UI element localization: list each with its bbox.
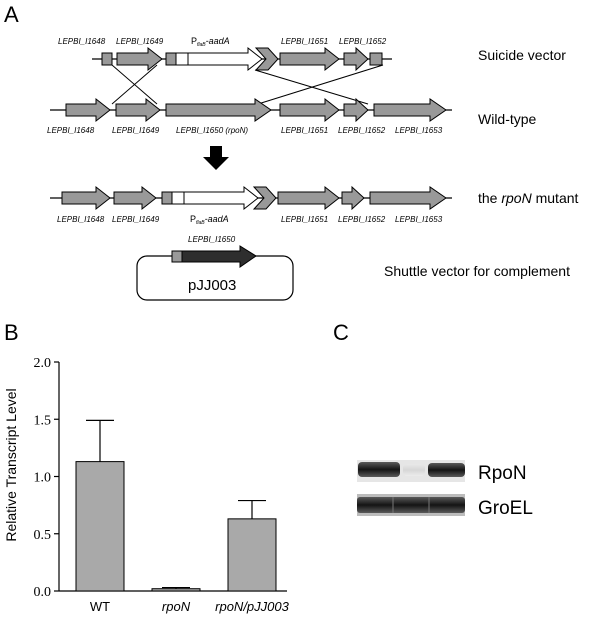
x-tick-label: rpoN/pJJ003 [215,599,289,614]
aada-cassette-arrow [187,46,263,72]
rpon-band-wt [358,462,400,477]
gene-arrow-1648 [61,185,111,211]
gene-label: LEPBI_I1649 [116,37,164,46]
gene-label: LEPBI_I1651 [281,37,328,46]
mutant-row: LEPBI_I1648 LEPBI_I1649 PflaB-aadA LEPBI… [50,185,452,226]
gene-fragment-1650-end [252,186,277,210]
gene-fragment-1653 [369,52,383,66]
gene-arrow-1652 [341,185,365,211]
row-label-wildtype: Wild-type [478,111,537,127]
row-label-shuttle: Shuttle vector for complement [384,263,570,279]
gene-arrow-1651 [277,185,340,211]
gene-fragment-1648 [101,52,113,66]
rpon-band-mutant [403,464,425,476]
bar-chart: 0.0 0.5 1.0 1.5 2.0WT rpoN rpoN/pJJ003 [34,356,290,614]
gene-label: LEPBI_I1652 [338,215,386,224]
panel-a-letter: A [4,2,19,27]
cassette-label: PflaB-aadA [191,36,230,48]
y-tick-label: 0.5 [34,528,52,543]
bar-2 [227,518,277,592]
y-axis-title: Relative Transcript Level [3,388,19,541]
crossover-lines [111,64,384,105]
gene-label: LEPBI_I1648 [58,37,106,46]
plasmid-promoter [171,250,183,263]
blot-label-groel: GroEL [478,498,533,519]
cassette-label: PflaB-aadA [190,214,229,226]
gene-label: LEPBI_I1650 (rpoN) [176,126,248,135]
cassette-promoter [165,52,177,66]
gene-label: LEPBI_I1652 [338,126,386,135]
gene-arrow-1653 [373,98,447,122]
gene-label: LEPBI_I1653 [395,126,443,135]
gene-label: LEPBI_I1653 [395,215,443,224]
gene-label: LEPBI_I1651 [281,126,328,135]
wildtype-row: LEPBI_I1648 LEPBI_I1649 LEPBI_I1650 (rpo… [47,97,452,135]
x-tick-label: WT [90,599,110,614]
row-label-mutant: the rpoN mutant [478,190,579,206]
gene-arrow-1652 [343,46,369,72]
western-blot: RpoN GroEL [357,460,533,519]
rpon-band-complement [428,463,465,477]
plasmid-name: pJJ003 [188,277,236,294]
panel-c-letter: C [333,320,349,345]
down-arrow-icon [203,146,229,170]
gene-arrow-1653 [369,186,447,210]
x-tick-label: rpoN [162,599,191,614]
row-label-suicide: Suicide vector [478,47,566,63]
y-tick-label: 1.5 [34,413,52,428]
cassette-promoter [161,191,173,205]
y-tick-label: 2.0 [34,356,52,371]
plasmid-pjj003: LEPBI_I1650 pJJ003 [136,235,294,301]
bar-1 [151,588,201,592]
suicide-vector-row: LEPBI_I1648 LEPBI_I1649 PflaB-aadA LEPBI… [58,36,392,72]
aada-cassette-arrow [183,185,259,211]
plasmid-rpon-arrow [181,245,257,268]
gene-label: LEPBI_I1648 [47,126,95,135]
bar-0 [75,461,125,592]
gene-label: LEPBI_I1648 [57,215,105,224]
gene-arrow-1649 [113,185,157,211]
gene-label: LEPBI_I1650 [188,235,236,244]
gene-label: LEPBI_I1651 [281,215,328,224]
gene-arrow-1649 [116,46,163,72]
gene-fragment-1650-end [254,47,279,71]
gene-arrow-1651 [279,97,340,123]
gene-label: LEPBI_I1649 [112,215,160,224]
gene-arrow-1649 [115,97,161,123]
panel-b-letter: B [4,320,19,345]
blot-label-rpon: RpoN [478,463,527,484]
gene-arrow-1651 [279,46,340,72]
gene-arrow-1650-rpon [165,98,272,122]
y-tick-label: 1.0 [34,471,52,486]
gene-label: LEPBI_I1649 [112,126,160,135]
gene-arrow-1652 [343,97,369,123]
gene-arrow-1648 [65,97,111,123]
y-tick-label: 0.0 [34,585,52,600]
gene-label: LEPBI_I1652 [339,37,387,46]
groel-band [357,497,465,513]
